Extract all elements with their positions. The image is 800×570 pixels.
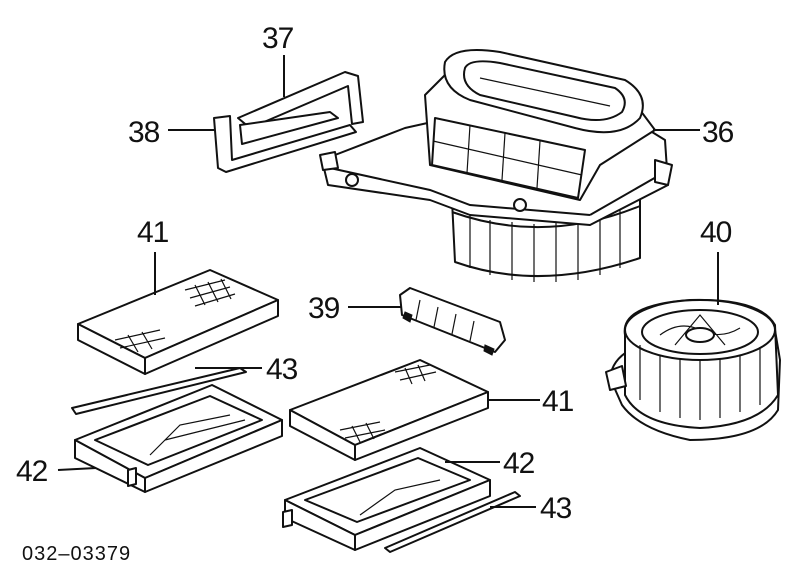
filter-frame-lower	[282, 447, 491, 551]
diagram-code: 032–03379	[22, 543, 131, 565]
callout-labels: 37 38 36 41 40 39 43 41 42 42 43 032–033…	[16, 22, 735, 565]
callout-40: 40	[700, 216, 732, 249]
filter-element-middle	[289, 359, 489, 461]
blower-motor	[605, 298, 781, 441]
callout-43-lower: 43	[540, 492, 572, 525]
blower-housing	[319, 49, 673, 282]
callout-42-lower: 42	[503, 447, 535, 480]
seal-strip-parts	[213, 71, 364, 173]
seal-strip-lower	[384, 491, 521, 553]
grille-part	[399, 287, 506, 356]
callout-43-upper: 43	[266, 353, 298, 386]
seal-strip-upper	[71, 367, 247, 415]
leader-lines	[57, 55, 719, 508]
filter-frame-left	[74, 384, 283, 493]
callout-36: 36	[702, 116, 734, 149]
callout-41-upper: 41	[137, 216, 169, 249]
callout-39: 39	[308, 292, 340, 325]
callout-38: 38	[128, 116, 160, 149]
filter-element-upper	[77, 269, 279, 375]
callout-41-middle: 41	[542, 385, 574, 418]
callout-42-left: 42	[16, 455, 48, 488]
callout-37: 37	[262, 22, 294, 55]
